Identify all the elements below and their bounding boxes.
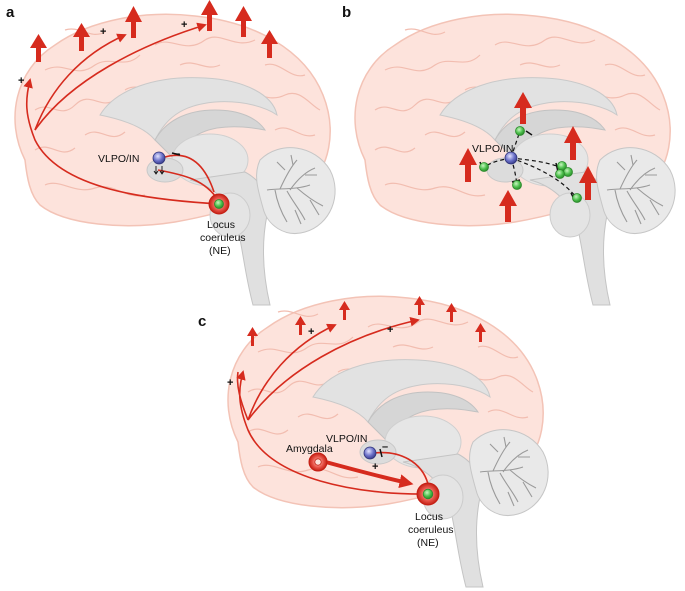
panel-a-plus-1: + [18,75,24,87]
panel-c-vlpo-label: VLPO/IN [326,433,367,445]
up-arrow [73,23,90,51]
panel-c-amygdala-excitatory-arrow [321,459,414,489]
up-arrow [235,6,252,37]
panel-c-excite-sign: + [372,461,378,473]
panel-c-lc-label-line2: coeruleus [408,524,454,536]
panel-c-lc-neuron [422,488,434,500]
panel-b-vlpo-neuron [504,151,518,165]
up-arrow [295,316,306,335]
up-arrow [125,6,142,38]
up-arrow [579,166,597,200]
panel-b: b VLPO/IN [342,4,676,306]
panel-c-plus-3: + [387,324,393,336]
panel-c-ne-projections [236,316,429,495]
panel-a-plus-2: + [100,26,106,38]
up-arrow [261,30,278,58]
panel-a-lc-label-line1: Locus [207,219,235,231]
up-arrow [499,190,517,222]
panel-c-arousal-arrows [247,296,486,346]
up-arrow [446,303,457,322]
up-arrow [339,301,350,320]
panel-a-lc-label-line3: (NE) [209,245,231,257]
panel-a-plus-3: + [181,19,187,31]
panel-c-lc-label-line1: Locus [415,511,443,523]
green-neuron [572,193,582,203]
panel-a-inhibit-sign: – [174,148,180,160]
up-arrow [201,0,218,31]
panel-c: c + + + Amygdala [198,295,549,588]
up-arrow [414,296,425,315]
panel-a-lc-label-line2: coeruleus [200,232,246,244]
panel-c-plus-1: + [227,377,233,389]
panel-c-amygdala-neuron [314,458,322,466]
panel-b-letter: b [342,4,351,21]
panel-a-arousal-arrows [30,0,278,62]
panel-c-letter: c [198,313,206,330]
panel-c-plus-2: + [308,326,314,338]
green-neuron [555,169,565,179]
up-arrow [514,92,532,124]
up-arrow [564,126,582,160]
panel-c-vlpo-neuron [363,446,377,460]
panel-b-vlpo-label: VLPO/IN [472,143,513,155]
green-neuron [512,180,522,190]
panel-a-vlpo-arrows-icon [153,166,165,175]
up-arrow [475,323,486,342]
panel-a-vlpo-label: VLPO/IN [98,153,139,165]
panel-a-vlpo-inhibitory-path [164,154,215,193]
panel-b-arousal-arrows [459,92,597,222]
panel-c-amygdala-label: Amygdala [286,443,333,455]
panel-a-vlpo-neuron [152,151,166,165]
panel-c-inhibit-bar [379,448,383,458]
up-arrow [30,34,47,62]
up-arrow [247,327,258,346]
panel-b-arousal-neurons [479,126,582,203]
panel-c-lc-label-line3: (NE) [417,537,439,549]
green-neuron [563,167,573,177]
panel-a-letter: a [6,4,15,21]
green-neuron [515,126,525,136]
panel-a-inhibit-bar [171,152,181,156]
up-arrow [459,148,477,182]
panel-a-lc-neuron [214,199,224,209]
panel-c-inhibit-sign: – [382,441,388,453]
panel-a: a + + + VLPO/IN – [6,0,336,306]
green-neuron [479,162,489,172]
